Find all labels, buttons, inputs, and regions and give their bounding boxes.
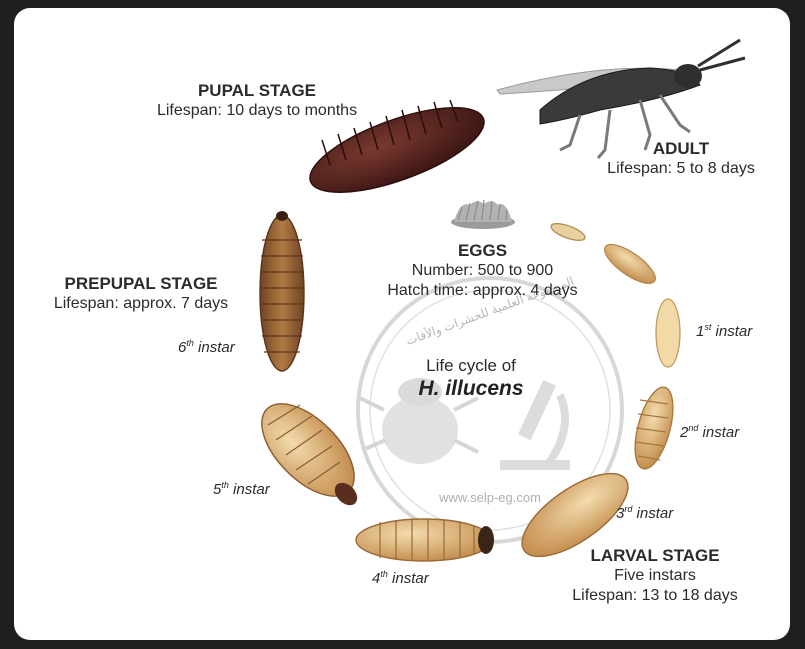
instar-label-2: 2nd instar — [680, 423, 739, 441]
center-title-species: H. illucens — [396, 376, 546, 402]
center-title: Life cycle of H. illucens — [396, 355, 546, 403]
prepupal-stage-lifespan: Lifespan: approx. 7 days — [26, 294, 256, 314]
first-instar-small-larva-icon — [599, 238, 661, 290]
first-instar-larva-icon — [656, 299, 680, 367]
second-instar-larva-icon — [628, 383, 681, 472]
instar-label-3: 3rd instar — [616, 504, 673, 522]
pupal-stage-title: PUPAL STAGE — [132, 80, 382, 101]
larval-stage-instars: Five instars — [555, 566, 755, 586]
eggs-stage-label: EGGS Number: 500 to 900 Hatch time: appr… — [360, 240, 605, 301]
instar-label-5: 5th instar — [213, 480, 270, 498]
adult-stage-title: ADULT — [586, 138, 776, 159]
larval-stage-lifespan: Lifespan: 13 to 18 days — [555, 586, 755, 606]
adult-stage-lifespan: Lifespan: 5 to 8 days — [586, 159, 776, 179]
eggs-number: Number: 500 to 900 — [360, 261, 605, 281]
pupal-stage-label: PUPAL STAGE Lifespan: 10 days to months — [132, 80, 382, 121]
adult-stage-label: ADULT Lifespan: 5 to 8 days — [586, 138, 776, 179]
center-title-line1: Life cycle of — [396, 355, 546, 376]
pupal-stage-lifespan: Lifespan: 10 days to months — [132, 101, 382, 121]
eggs-cluster-icon — [451, 200, 515, 229]
eggs-hatch-time: Hatch time: approx. 4 days — [360, 281, 605, 301]
larval-stage-label: LARVAL STAGE Five instars Lifespan: 13 t… — [555, 545, 755, 606]
prepupal-stage-label: PREPUPAL STAGE Lifespan: approx. 7 days — [26, 273, 256, 314]
instar-label-4: 4th instar — [372, 569, 429, 587]
eggs-stage-title: EGGS — [360, 240, 605, 261]
prepupal-stage-title: PREPUPAL STAGE — [26, 273, 256, 294]
larval-stage-title: LARVAL STAGE — [555, 545, 755, 566]
instar-label-1: 1st instar — [696, 322, 752, 340]
watermark-url: www.selp-eg.com — [420, 490, 560, 506]
instar-label-6: 6th instar — [178, 338, 235, 356]
prepupa-larva-icon — [260, 211, 304, 371]
fourth-instar-larva-icon — [356, 519, 494, 561]
